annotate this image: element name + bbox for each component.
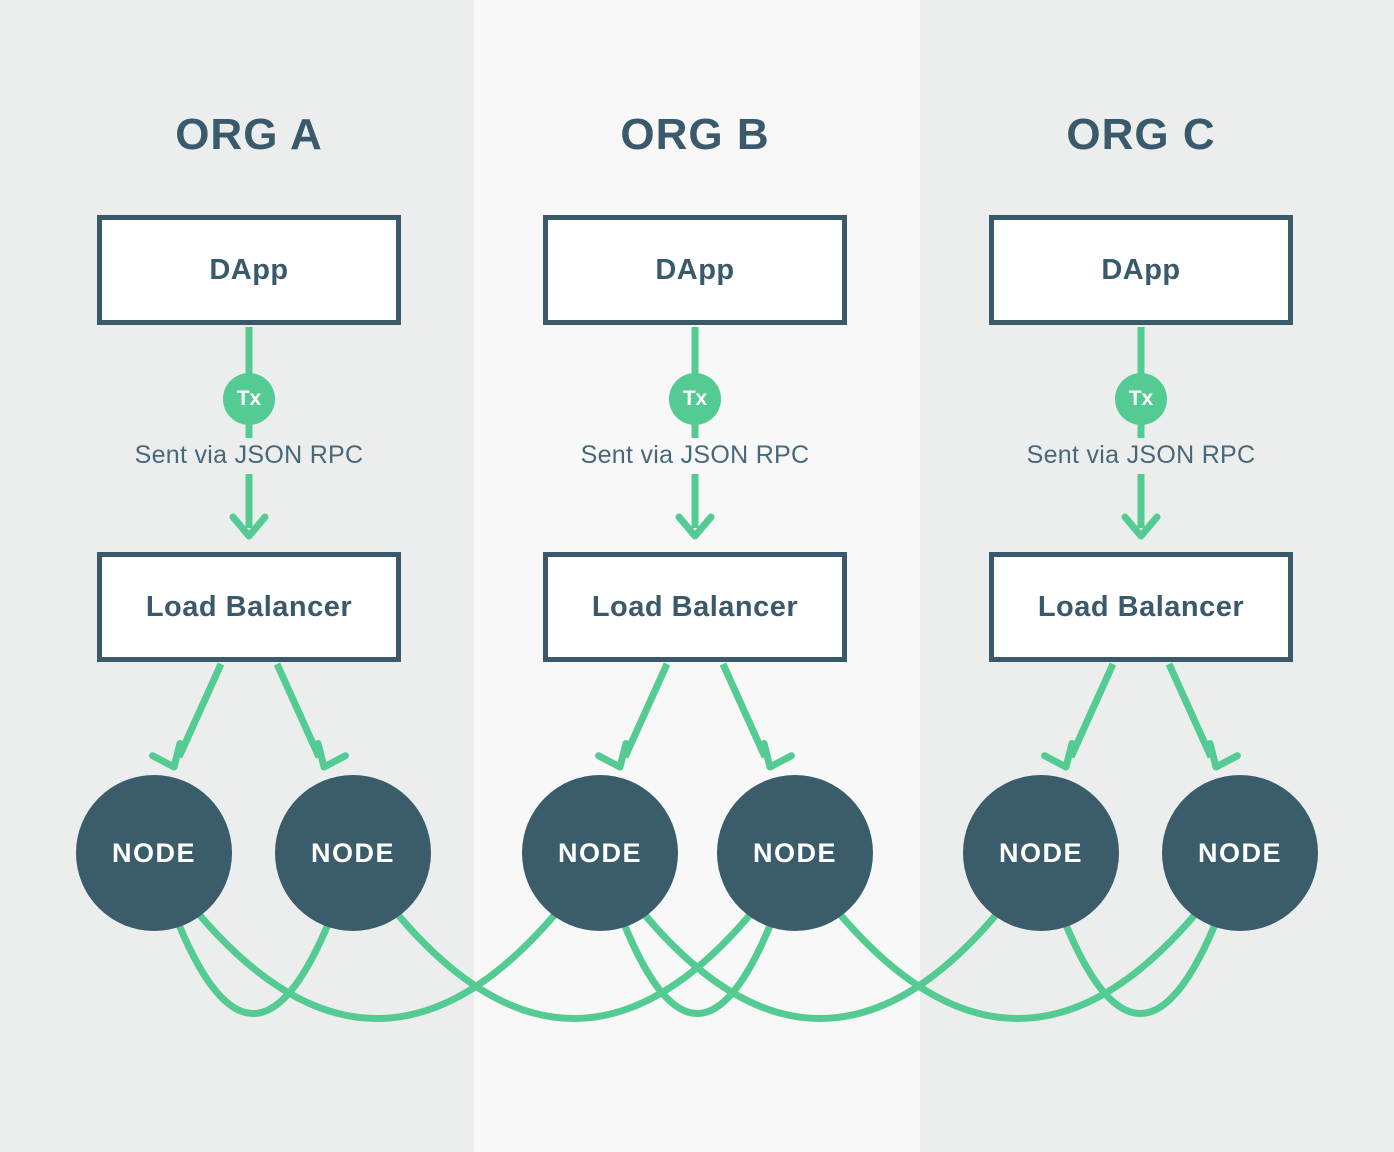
load-balancer-left-arrow-icon [1041, 662, 1117, 771]
org-b-tx-badge: Tx [669, 373, 721, 425]
node-mesh-arc [151, 853, 603, 1022]
org-c-rpc-caption: Sent via JSON RPC [1026, 441, 1256, 469]
node-mesh-arc [350, 853, 798, 1022]
org-b-rpc-caption: Sent via JSON RPC [580, 441, 810, 469]
org-c-load-balancer-label: Load Balancer [1037, 590, 1245, 623]
org-a-node-1: NODE [76, 775, 232, 931]
org-b-load-balancer-box: Load Balancer [543, 552, 847, 662]
org-a-load-balancer-box: Load Balancer [97, 552, 401, 662]
org-c-tx-label: Tx [1128, 387, 1154, 410]
org-a-dapp-box: DApp [97, 215, 401, 325]
org-c-node-1: NODE [963, 775, 1119, 931]
node-label: NODE [752, 837, 837, 868]
org-b-title: ORG B [620, 110, 770, 159]
load-balancer-left-arrow-icon [595, 662, 671, 771]
org-b-dapp-box: DApp [543, 215, 847, 325]
json-rpc-down-arrow-icon [675, 474, 715, 540]
org-a-load-balancer-label: Load Balancer [145, 590, 353, 623]
node-mesh-arc [792, 853, 1243, 1022]
load-balancer-right-arrow-icon [1165, 662, 1241, 771]
load-balancer-left-arrow-icon [149, 662, 225, 771]
json-rpc-down-arrow-icon [1121, 474, 1161, 540]
org-c-tx-badge: Tx [1115, 373, 1167, 425]
org-c-dapp-label: DApp [1101, 253, 1181, 286]
org-c-title: ORG C [1066, 110, 1216, 159]
org-b-node-2: NODE [717, 775, 873, 931]
org-c-load-balancer-box: Load Balancer [989, 552, 1293, 662]
load-balancer-right-arrow-icon [273, 662, 349, 771]
org-a-tx-badge: Tx [223, 373, 275, 425]
node-mesh-arc [1037, 853, 1244, 1017]
load-balancer-right-arrow-icon [719, 662, 795, 771]
node-label: NODE [111, 837, 196, 868]
org-c-node-2: NODE [1162, 775, 1318, 931]
org-b-dapp-label: DApp [655, 253, 735, 286]
node-label: NODE [557, 837, 642, 868]
org-a-dapp-label: DApp [209, 253, 289, 286]
org-a-tx-label: Tx [236, 387, 262, 410]
node-mesh-arc [596, 853, 799, 1017]
node-label: NODE [310, 837, 395, 868]
org-b-load-balancer-label: Load Balancer [591, 590, 799, 623]
org-c-dapp-box: DApp [989, 215, 1293, 325]
org-b-node-1: NODE [522, 775, 678, 931]
node-mesh-arc [597, 853, 1044, 1022]
json-rpc-down-arrow-icon [229, 474, 269, 540]
node-mesh-arc [150, 853, 357, 1017]
org-a-title: ORG A [175, 110, 323, 159]
org-b-tx-label: Tx [682, 387, 708, 410]
node-label: NODE [998, 837, 1083, 868]
node-label: NODE [1197, 837, 1282, 868]
org-a-rpc-caption: Sent via JSON RPC [134, 441, 364, 469]
org-a-node-2: NODE [275, 775, 431, 931]
